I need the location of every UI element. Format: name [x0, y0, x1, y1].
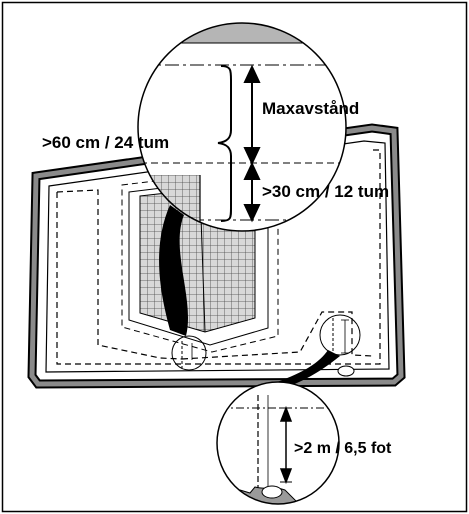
magnifier-corridor-detail [319, 314, 361, 356]
magnifier-small [216, 381, 340, 505]
label-corridor-distance: >2 m / 6,5 fot [294, 440, 392, 457]
mower-wheel-detail [337, 365, 355, 377]
label-outer-distance: >60 cm / 24 tum [42, 133, 169, 152]
dimension-arrow-corridor [279, 405, 293, 485]
magnifier-bed-detail [171, 335, 207, 371]
dimension-arrow-inner [243, 161, 261, 223]
label-inner-distance: >30 cm / 12 tum [262, 182, 389, 201]
guide-wire-dashed [56, 149, 381, 365]
brace-bracket [217, 65, 232, 222]
connector-wedge-top [159, 205, 189, 336]
label-max-distance: Maxavstånd [262, 99, 359, 118]
dimension-arrow-max [243, 64, 261, 166]
